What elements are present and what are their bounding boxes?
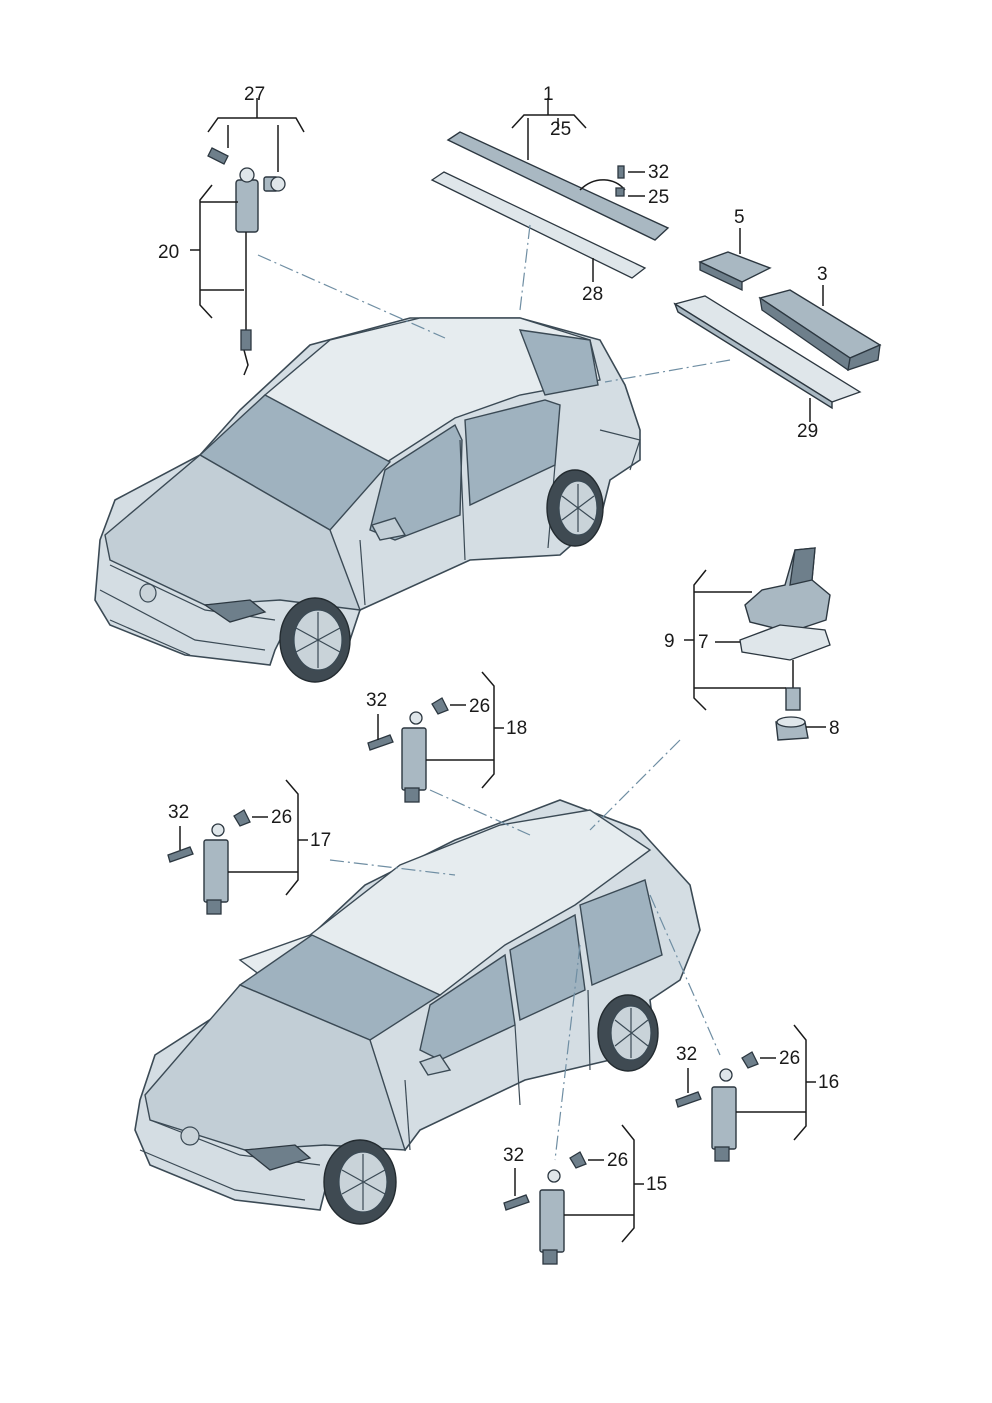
callout-3: 3 [817, 264, 828, 285]
shark-fin-antenna [739, 547, 831, 741]
callout-32-top: 32 [648, 162, 669, 183]
reference-lines [257, 224, 731, 1161]
callout-26-17: 26 [271, 807, 292, 828]
callout-15: 15 [646, 1174, 667, 1195]
callout-9: 9 [664, 631, 675, 652]
callout-leaders [179, 98, 826, 1243]
amplifier-module-17 [167, 809, 251, 915]
callout-25-small: 25 [648, 187, 669, 208]
callout-8: 8 [829, 718, 840, 739]
callout-17: 17 [310, 830, 331, 851]
callout-26-15: 26 [607, 1150, 628, 1171]
antenna-amplifier-module [673, 251, 882, 410]
callout-32-17: 32 [168, 802, 189, 823]
callout-32-15: 32 [503, 1145, 524, 1166]
callout-32-16: 32 [676, 1044, 697, 1065]
sedan-car-illustration [94, 317, 641, 683]
callout-5: 5 [734, 207, 745, 228]
callout-16: 16 [818, 1072, 839, 1093]
callout-1: 1 [543, 84, 554, 105]
callout-29: 29 [797, 421, 818, 442]
callout-labels: 27 1 25 32 25 20 5 3 28 29 9 7 8 32 26 1… [158, 84, 840, 1195]
callout-20: 20 [158, 242, 179, 263]
callout-26-16: 26 [779, 1048, 800, 1069]
amplifier-module-16 [675, 1051, 759, 1162]
callout-18: 18 [506, 718, 527, 739]
amplifier-module-18 [367, 697, 449, 803]
estate-car-illustration [134, 799, 701, 1225]
callout-27: 27 [244, 84, 265, 105]
callout-32-18: 32 [366, 690, 387, 711]
callout-28: 28 [582, 284, 603, 305]
antenna-cable-assembly [207, 147, 286, 376]
amplifier-module-15 [503, 1151, 587, 1265]
callout-26-18: 26 [469, 696, 490, 717]
callout-7: 7 [698, 632, 709, 653]
callout-25-top: 25 [550, 119, 571, 140]
antenna-strip-assembly [430, 131, 670, 279]
